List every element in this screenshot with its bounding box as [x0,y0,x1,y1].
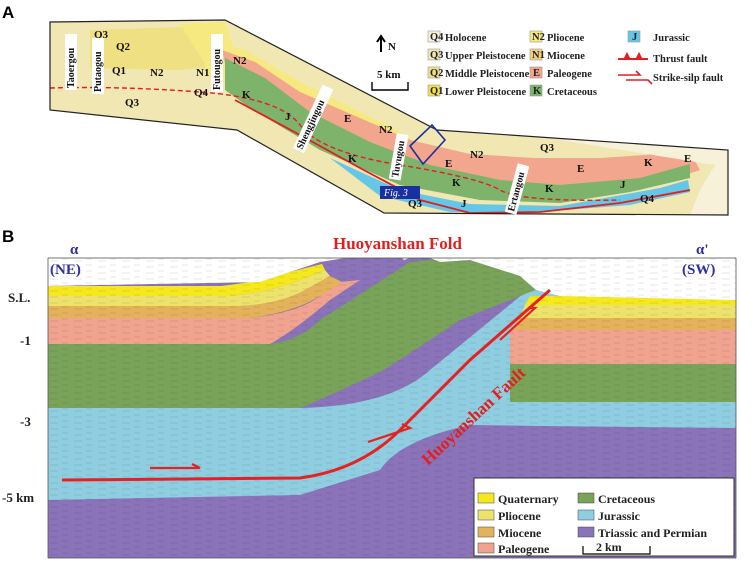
legend-code: N2 [532,32,545,43]
legend-label: Strike-silp fault [653,73,724,84]
depth-label: -3 [20,414,31,429]
map-unit-label: Q3 [540,142,555,154]
fig3-tag [380,186,420,199]
map-unit-label: Q4 [194,87,209,99]
map-unit-label: Q3 [408,198,423,210]
panel-b-letter: B [2,227,14,246]
legend-code: Q4 [430,32,444,43]
section-scale-bar [582,546,651,555]
legend-code: N1 [532,50,545,61]
legend-label: Middle Pleistocene [445,69,530,80]
legend-label: Cretaceous [598,492,655,506]
map-unit-label: K [644,157,653,169]
legend-label: Triassic and Permian [598,526,707,540]
section-legend: Quaternary Cretaceous Pliocene Jurassic … [473,477,735,557]
place-name: Putaogou [93,51,104,92]
north-arrow-icon [376,34,386,52]
map-unit-label: Q3 [125,97,140,109]
depth-label: -1 [20,333,31,348]
map-unit-label: J [461,198,467,210]
map-unit-label: J [620,179,626,191]
north-label: N [388,41,396,53]
depth-label: -5 km [2,490,34,505]
map-unit-label: N1 [196,67,209,79]
legend-label: Miocene [498,526,542,540]
legend-label: Quaternary [498,492,559,506]
map-unit-label: E [344,113,351,125]
legend-code: E [533,68,540,79]
fig3-outline [408,123,447,166]
legend-code: Q2 [430,68,443,79]
map-unit-label: Q2 [116,41,131,53]
legend-label: Jurassic [598,509,641,523]
legend-label: Paleogene [498,542,550,556]
map-unit-label: K [545,183,554,195]
map-unit-label: N2 [379,124,393,136]
section-scale-label: 2 km [596,540,622,554]
map-unit-label: K [348,153,357,165]
place-name: Taoergou [66,47,77,88]
map-unit-labels: Q3 Q2 Q1 N2 N1 Q4 Q3 E N2 K J E N2 K E N… [94,29,691,210]
legend-label: Lower Pleistocene [445,87,526,98]
legend-label: Cretaceous [547,87,597,98]
legend-label: Upper Pleistocene [445,51,526,62]
right-greek-label: α' [696,242,709,258]
map-unit-label: E [577,163,584,175]
map-scale-label: 5 km [377,69,401,81]
map-scale-bar [371,82,409,91]
map-unit-label: E [445,158,452,170]
map-unit-label: Q4 [640,193,655,205]
legend-label: Thrust fault [653,54,708,65]
left-direction-label: (NE) [50,262,81,278]
left-greek-label: α [70,242,79,258]
map-unit-label: K [242,89,251,101]
map-unit-label: E [684,153,691,165]
map-unit-label: K [452,177,461,189]
legend-label: Paleogene [547,69,592,80]
map-unit-label: N2 [470,149,484,161]
map-unit-label: J [285,111,291,123]
fold-label: Huoyanshan Fold [333,234,463,253]
map-unit-label: Q1 [112,65,126,77]
legend-label: Pliocene [498,509,541,523]
legend-code: Q1 [430,86,443,97]
legend-code: K [533,86,542,97]
legend-code: Q3 [430,50,443,61]
map-unit-label: N2 [233,55,247,67]
depth-label: S.L. [8,290,30,305]
fig3-tag-label: Fig. 3 [383,188,408,199]
legend-label: Miocene [547,51,585,62]
legend-label: Pliocene [547,33,585,44]
legend-label: Jurassic [653,33,690,44]
legend-label: Holocene [445,33,487,44]
place-name: Futougou [212,48,223,90]
map-legend: Q4 Holocene Q3 Upper Pleistocene Q2 Midd… [427,30,724,98]
right-direction-label: (SW) [682,262,715,278]
legend-code: J [632,32,637,43]
panel-a-letter: A [2,3,14,22]
map-unit-label: N2 [150,67,164,79]
